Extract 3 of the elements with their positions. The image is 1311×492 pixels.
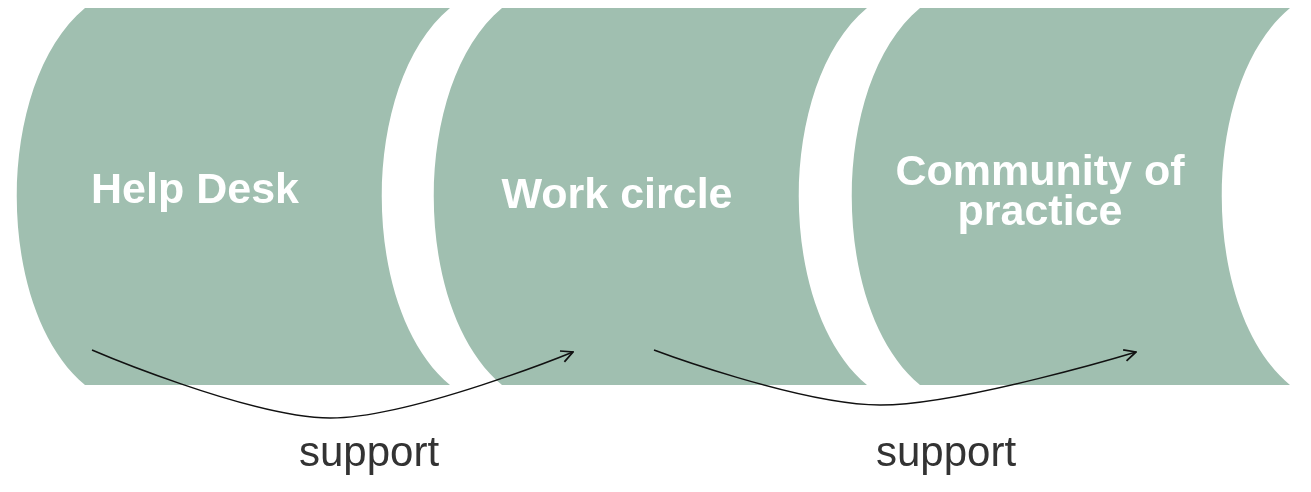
node-title: Work circle [500, 173, 734, 213]
curved-arrow [653, 348, 1137, 406]
curved-arrow [91, 349, 574, 419]
